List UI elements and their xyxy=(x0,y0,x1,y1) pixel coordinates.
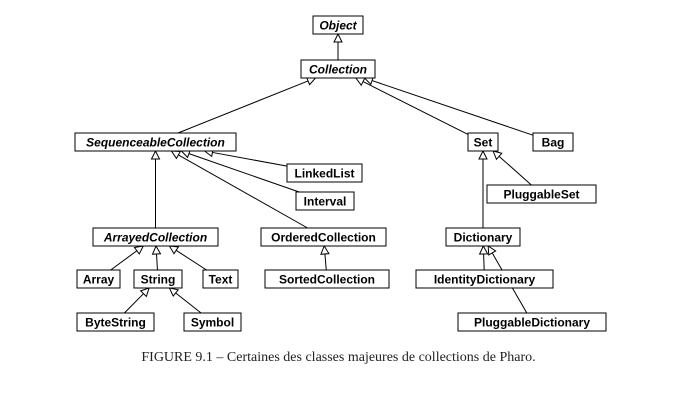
class-label-linkedlist: LinkedList xyxy=(294,167,354,181)
class-box-symbol: Symbol xyxy=(183,312,242,332)
inheritance-arrowhead-dictionary-to-set xyxy=(478,149,488,160)
class-box-array: Array xyxy=(76,269,121,289)
class-label-text: Text xyxy=(209,273,233,287)
class-label-sequenceable: SequenceableCollection xyxy=(86,136,225,150)
class-box-bag: Bag xyxy=(532,132,574,152)
class-box-pluggabledict: PluggableDictionary xyxy=(457,312,607,332)
inheritance-line-sequenceable-to-collection xyxy=(177,80,309,134)
class-label-pluggableset: PluggableSet xyxy=(503,188,579,202)
inheritance-arrowhead-sorted-to-ordered xyxy=(320,244,330,255)
inheritance-arrowhead-ordered-to-sequenceable xyxy=(170,150,182,160)
inheritance-line-bag-to-collection xyxy=(371,80,534,136)
inheritance-line-linkedlist-to-sequenceable xyxy=(212,151,288,167)
class-box-border xyxy=(286,163,363,183)
inheritance-line-pluggableset-to-set xyxy=(498,155,532,186)
class-box-border xyxy=(202,269,239,289)
class-label-arrayed: ArrayedCollection xyxy=(103,231,207,245)
inheritance-arrowhead-symbol-to-string xyxy=(168,287,180,298)
inheritance-arrowhead-set-to-collection xyxy=(354,77,366,87)
class-box-border xyxy=(445,227,521,247)
class-box-sorted: SortedCollection xyxy=(264,269,390,289)
class-box-linkedlist: LinkedList xyxy=(286,163,363,183)
inheritance-arrowhead-arrayed-to-sequenceable xyxy=(150,149,161,160)
class-label-bag: Bag xyxy=(542,136,565,150)
inheritance-line-text-to-arrayed xyxy=(175,249,207,271)
class-box-pluggableset: PluggableSet xyxy=(486,184,597,204)
class-box-border xyxy=(76,312,155,332)
class-box-border xyxy=(260,227,387,247)
class-label-object: Object xyxy=(319,19,357,33)
class-label-array: Array xyxy=(83,273,115,287)
inheritance-line-array-to-arrayed xyxy=(110,250,138,271)
class-box-identitydict: IdentityDictionary xyxy=(415,269,554,289)
inheritance-arrowhead-pluggabledict-to-dictionary xyxy=(487,245,497,256)
class-box-border xyxy=(74,132,237,152)
class-label-ordered: OrderedCollection xyxy=(271,231,376,245)
inheritance-line-sorted-to-ordered xyxy=(324,253,327,271)
inheritance-arrowhead-collection-to-object xyxy=(333,32,343,43)
class-label-dictionary: Dictionary xyxy=(454,231,513,245)
class-box-border xyxy=(183,312,242,332)
inheritance-line-string-to-arrayed xyxy=(156,253,158,271)
class-box-border xyxy=(295,191,355,211)
class-box-set: Set xyxy=(467,132,499,152)
class-box-object: Object xyxy=(312,15,364,35)
class-label-identitydict: IdentityDictionary xyxy=(434,273,536,287)
class-label-string: String xyxy=(141,273,176,287)
class-label-set: Set xyxy=(474,136,493,150)
inheritance-arrowhead-string-to-arrayed xyxy=(151,244,162,255)
class-label-bytestring: ByteString xyxy=(85,316,146,330)
class-box-ordered: OrderedCollection xyxy=(260,227,387,247)
inheritance-arrowhead-text-to-arrayed xyxy=(168,245,180,255)
class-box-collection: Collection xyxy=(300,59,376,79)
class-box-border xyxy=(486,184,597,204)
class-box-border xyxy=(92,227,219,247)
class-label-sorted: SortedCollection xyxy=(279,273,375,287)
class-box-border xyxy=(300,59,376,79)
class-box-border xyxy=(532,132,574,152)
class-box-border xyxy=(76,269,121,289)
inheritance-line-set-to-collection xyxy=(362,81,469,135)
class-box-bytestring: ByteString xyxy=(76,312,155,332)
class-box-border xyxy=(457,312,607,332)
inheritance-line-symbol-to-string xyxy=(175,292,202,314)
inheritance-line-interval-to-sequenceable xyxy=(188,153,300,193)
inheritance-line-ordered-to-sequenceable xyxy=(178,154,308,229)
class-box-sequenceable: SequenceableCollection xyxy=(74,132,237,152)
inheritance-arrowhead-identitydict-to-dictionary xyxy=(478,244,489,255)
class-label-pluggabledict: PluggableDictionary xyxy=(474,316,590,330)
inheritance-line-bytestring-to-string xyxy=(124,293,144,314)
class-box-dictionary: Dictionary xyxy=(445,227,521,247)
class-box-border xyxy=(264,269,390,289)
inheritance-arrowhead-array-to-arrayed xyxy=(133,245,145,255)
class-label-collection: Collection xyxy=(309,63,367,77)
class-box-border xyxy=(133,269,183,289)
figure-caption: FIGURE 9.1 – Certaines des classes majeu… xyxy=(141,350,536,365)
class-box-border xyxy=(312,15,364,35)
class-label-symbol: Symbol xyxy=(191,316,234,330)
class-box-arrayed: ArrayedCollection xyxy=(92,227,219,247)
inheritance-arrowhead-bytestring-to-string xyxy=(139,287,150,298)
class-box-border xyxy=(415,269,554,289)
class-box-text: Text xyxy=(202,269,239,289)
inheritance-arrowhead-pluggableset-to-set xyxy=(492,150,503,161)
class-label-interval: Interval xyxy=(304,195,347,209)
class-box-string: String xyxy=(133,269,183,289)
class-box-interval: Interval xyxy=(295,191,355,211)
class-box-border xyxy=(467,132,499,152)
inheritance-line-identitydict-to-dictionary xyxy=(483,253,485,271)
